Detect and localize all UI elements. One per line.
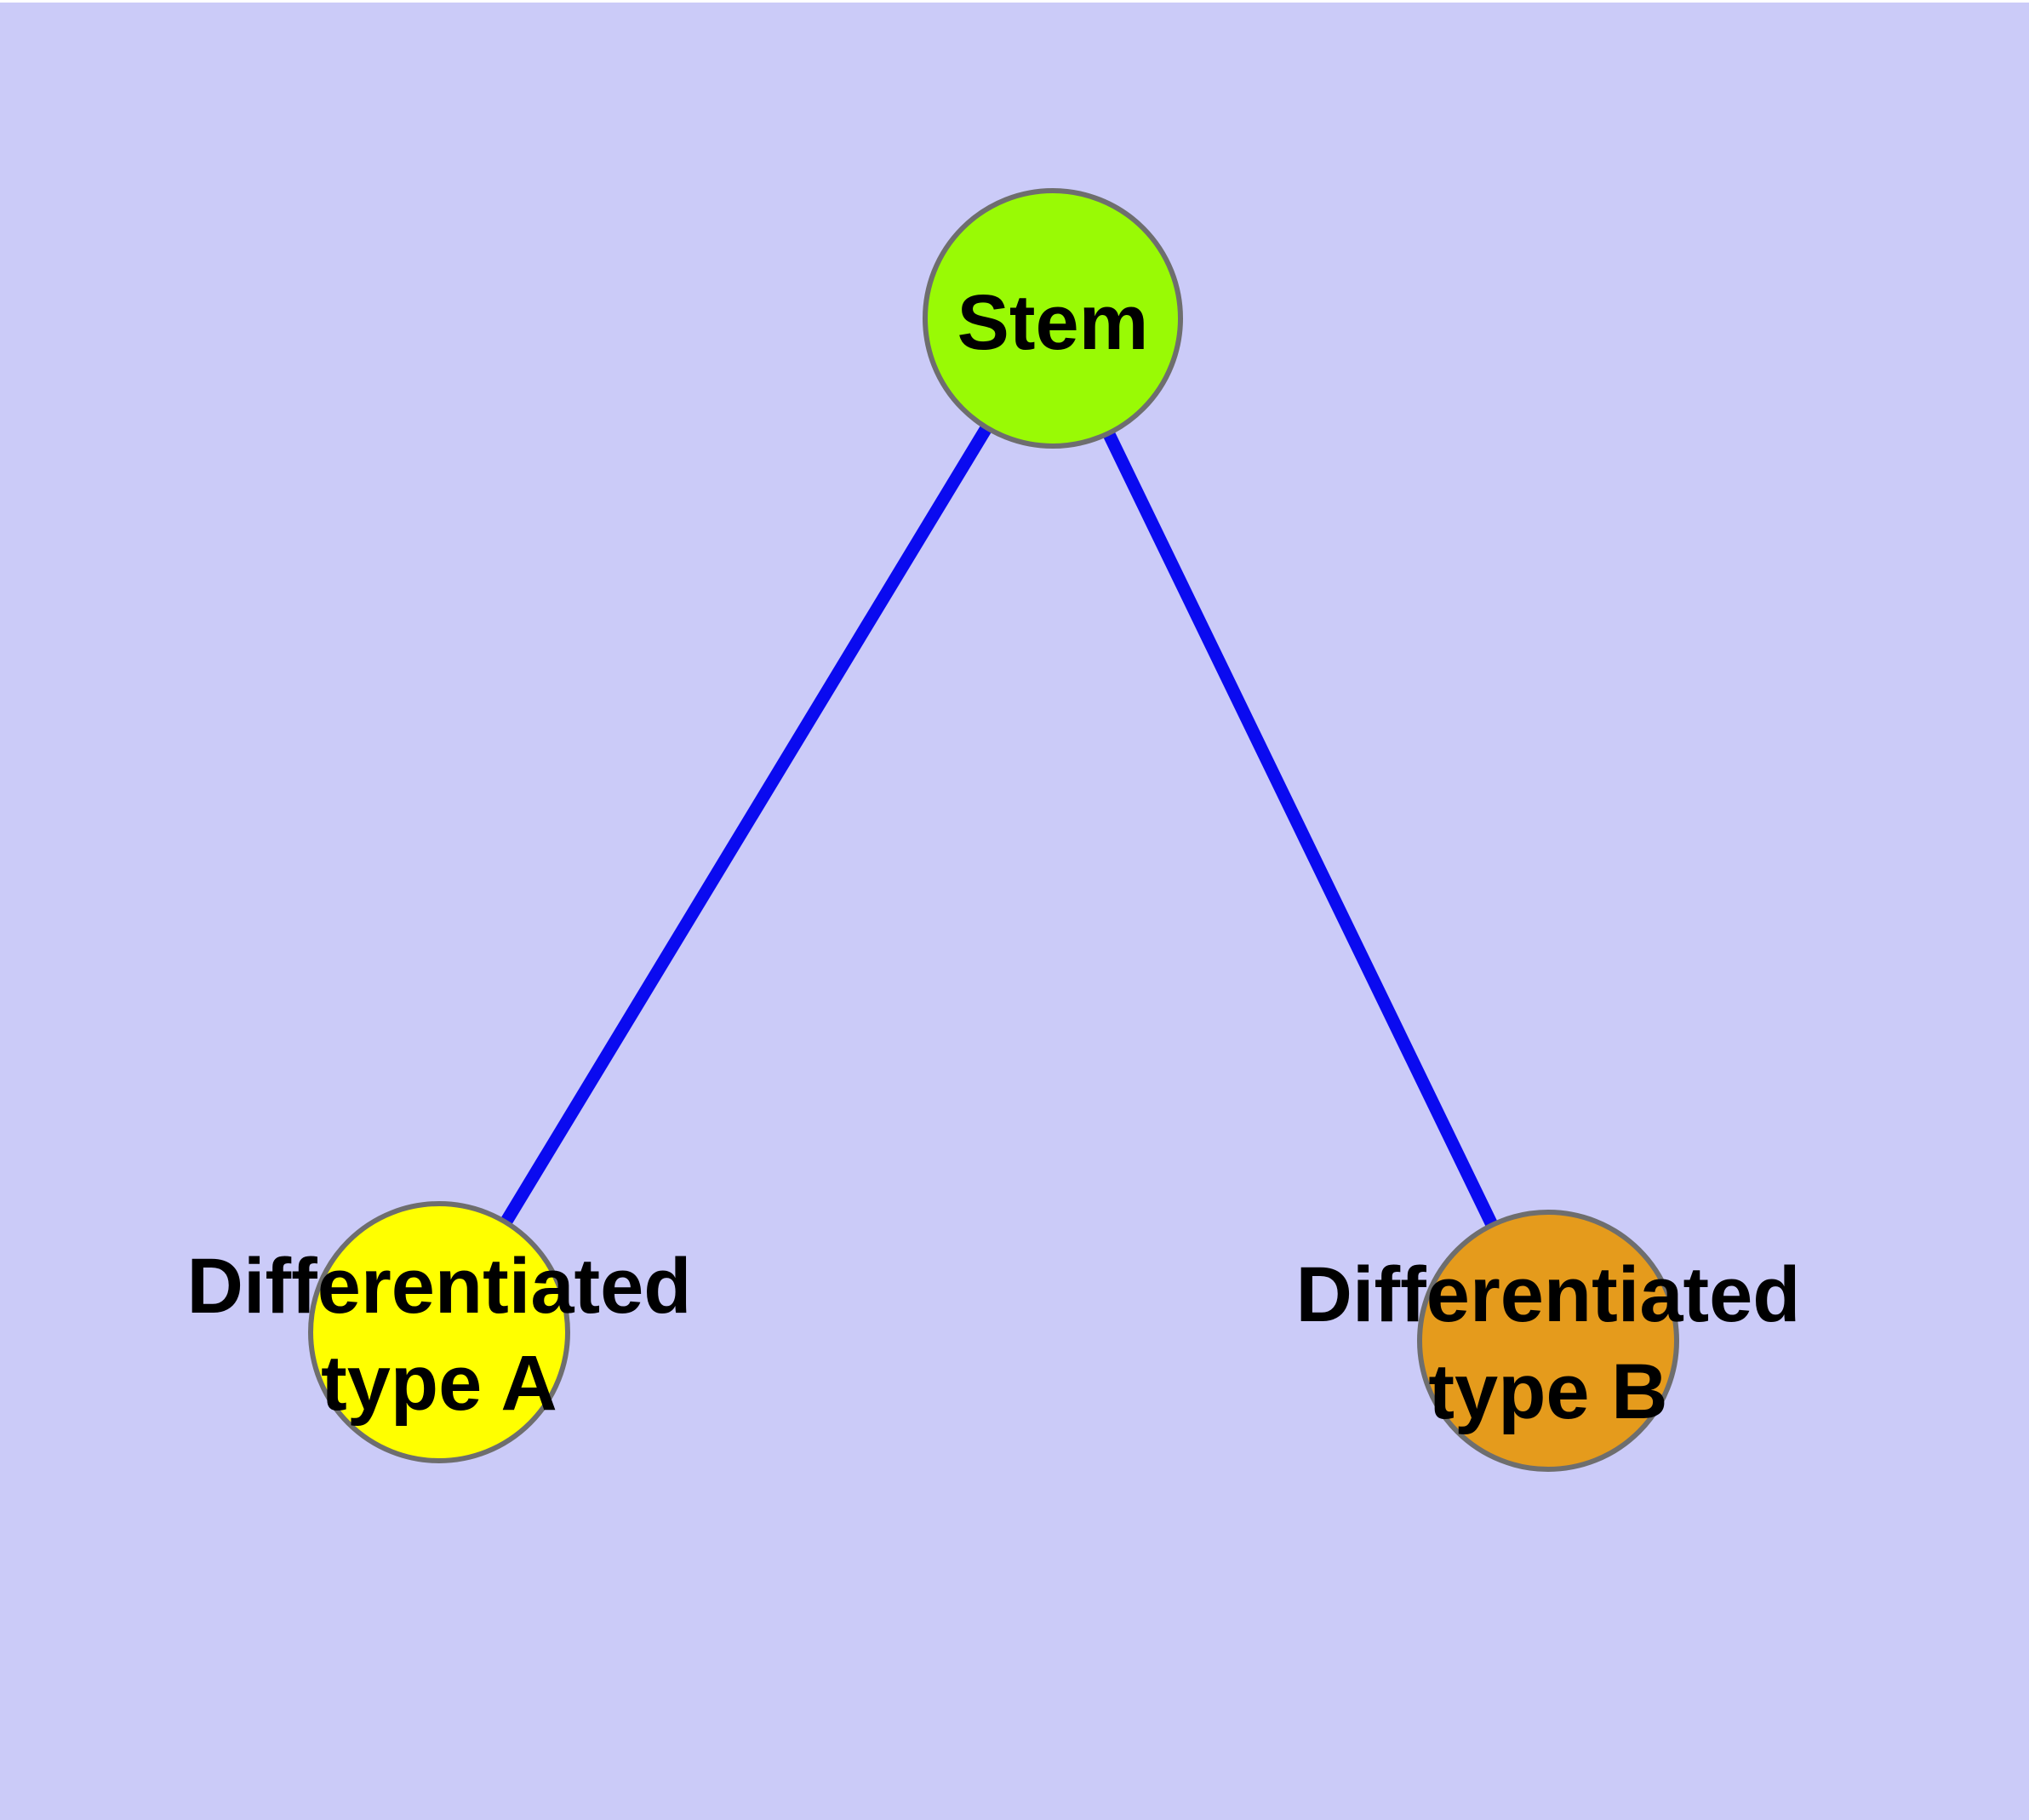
diagram-canvas: Stem Differentiated type A Differentiate… <box>0 3 2029 1820</box>
node-type-b-label: Differentiated type B <box>1295 1251 1801 1435</box>
node-type-a-label: Differentiated type A <box>186 1243 692 1427</box>
graph-svg <box>0 3 2029 1820</box>
edge-stem-to-type-a <box>433 315 1059 1336</box>
edge-stem-to-type-b <box>1047 315 1554 1344</box>
node-stem-circle <box>923 188 1183 449</box>
node-stem-label: Stem <box>957 279 1149 366</box>
node-type-b-circle <box>1417 1210 1679 1472</box>
node-type-a-circle <box>308 1201 570 1463</box>
